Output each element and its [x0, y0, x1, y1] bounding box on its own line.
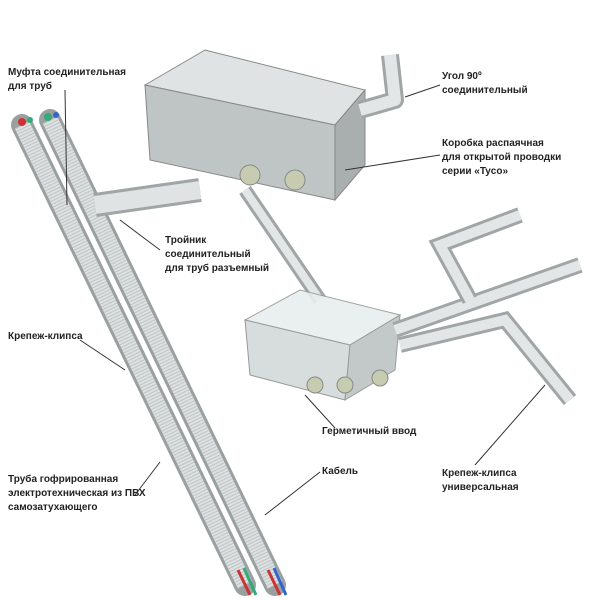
junction-box-large [143, 49, 366, 202]
label-line: Труба гофрированная [8, 474, 119, 485]
label-line: электротехническая из ПВХ [8, 488, 146, 499]
label-line: Муфта соединительная [8, 67, 126, 78]
label-coupling: Муфта соединительная для труб [8, 66, 126, 94]
label-line: самозатухающего [8, 502, 98, 513]
leader-lines [64, 84, 546, 516]
pipes-right [392, 207, 583, 406]
label-line: соединительный [442, 85, 528, 96]
label-pipe: Труба гофрированная электротехническая и… [8, 473, 146, 515]
tee-connector [93, 178, 202, 217]
label-clip: Крепеж-клипса [8, 330, 83, 344]
label-line: для труб разъемный [165, 263, 270, 274]
label-line: Тройник [165, 235, 207, 246]
label-angle: Угол 90º соединительный [442, 70, 528, 98]
label-line: Кабель [322, 466, 359, 477]
label-line: универсальная [442, 482, 519, 493]
label-line: соединительный [165, 249, 251, 260]
corrugated-pipe-right [39, 109, 286, 596]
label-line: серии «Tyco» [442, 166, 509, 177]
label-line: Коробка распаячная [442, 138, 544, 149]
label-clip-universal: Крепеж-клипса универсальная [442, 467, 519, 495]
junction-box-transparent [243, 289, 402, 401]
label-line: Крепеж-клипса [442, 468, 517, 479]
label-box: Коробка распаячная для открытой проводки… [442, 137, 561, 179]
label-line: для открытой проводки [442, 152, 562, 163]
cable-wires [18, 112, 288, 596]
label-line: Герметичный ввод [322, 426, 417, 437]
pipe-down [239, 186, 326, 304]
label-line: для труб [8, 81, 52, 92]
pipe-to-angle [357, 54, 404, 119]
label-line: Угол 90º [442, 71, 482, 82]
label-tee: Тройник соединительный для труб разъемны… [165, 234, 269, 276]
corrugated-pipe-left [11, 114, 256, 596]
label-line: Крепеж-клипса [8, 331, 83, 342]
label-cable: Кабель [322, 465, 358, 479]
label-gland: Герметичный ввод [322, 425, 416, 439]
